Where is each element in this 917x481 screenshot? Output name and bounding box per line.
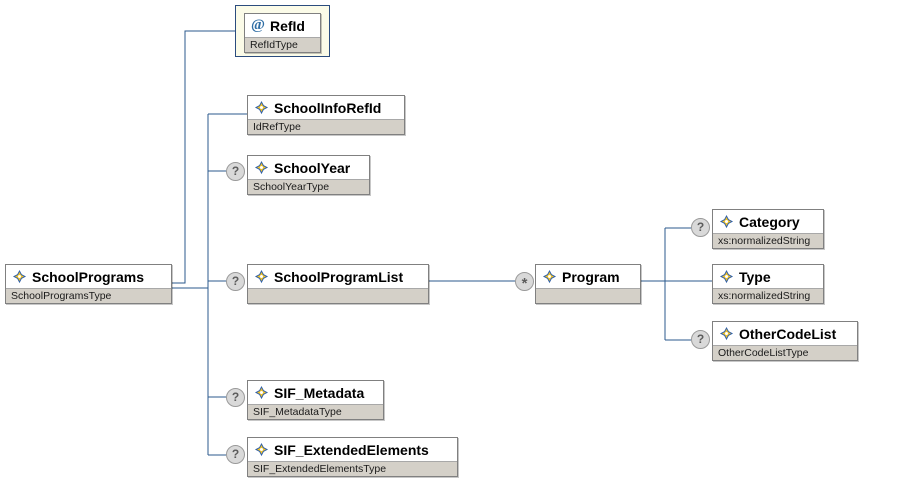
node-refid[interactable]: @ RefId RefIdType <box>244 13 321 53</box>
element-icon <box>254 269 269 284</box>
node-category[interactable]: Category xs:normalizedString <box>712 209 824 249</box>
node-schoolprograms-header: SchoolPrograms <box>6 265 171 288</box>
node-program-type <box>536 288 640 303</box>
element-icon <box>12 269 27 284</box>
node-sif-extendedelements-header: SIF_ExtendedElements <box>248 438 457 461</box>
node-sif-metadata-name: SIF_Metadata <box>274 384 365 401</box>
node-othercodelist-type: OtherCodeListType <box>713 345 857 360</box>
element-icon <box>719 214 734 229</box>
node-schoolprograms-name: SchoolPrograms <box>32 268 145 285</box>
node-schoolprograms-type: SchoolProgramsType <box>6 288 171 303</box>
attribute-at-icon: @ <box>251 17 265 33</box>
node-schoolinforefid-header: SchoolInfoRefId <box>248 96 404 119</box>
node-refid-header: @ RefId <box>245 14 320 37</box>
element-icon <box>542 269 557 284</box>
element-icon <box>254 442 269 457</box>
node-schoolyear-header: SchoolYear <box>248 156 369 179</box>
optional-marker-schoolyear[interactable]: ? <box>226 162 245 181</box>
node-type-header: Type <box>713 265 823 288</box>
node-schoolprogramlist-type <box>248 288 428 303</box>
node-schoolprogramlist[interactable]: SchoolProgramList <box>247 264 429 304</box>
optional-marker-sif-extendedelements[interactable]: ? <box>226 445 245 464</box>
node-schoolprogramlist-header: SchoolProgramList <box>248 265 428 288</box>
wire-root-to-refid <box>172 30 235 284</box>
node-program-header: Program <box>536 265 640 288</box>
node-othercodelist[interactable]: OtherCodeList OtherCodeListType <box>712 321 858 361</box>
node-schoolyear[interactable]: SchoolYear SchoolYearType <box>247 155 370 195</box>
node-schoolyear-type: SchoolYearType <box>248 179 369 194</box>
node-category-name: Category <box>739 213 800 230</box>
unbounded-marker-program[interactable]: * <box>515 272 534 292</box>
optional-marker-sifmetadata[interactable]: ? <box>226 388 245 407</box>
node-sif-extendedelements-name: SIF_ExtendedElements <box>274 441 429 458</box>
node-schoolprogramlist-name: SchoolProgramList <box>274 268 404 285</box>
element-icon <box>254 160 269 175</box>
node-schoolinforefid-name: SchoolInfoRefId <box>274 99 382 116</box>
element-icon <box>254 385 269 400</box>
node-sif-metadata[interactable]: SIF_Metadata SIF_MetadataType <box>247 380 384 420</box>
optional-marker-othercodelist[interactable]: ? <box>691 330 710 349</box>
node-type[interactable]: Type xs:normalizedString <box>712 264 824 304</box>
node-schoolinforefid-type: IdRefType <box>248 119 404 134</box>
node-schoolinforefid[interactable]: SchoolInfoRefId IdRefType <box>247 95 405 135</box>
optional-marker-schoolprogramlist[interactable]: ? <box>226 272 245 291</box>
node-schoolprograms[interactable]: SchoolPrograms SchoolProgramsType <box>5 264 172 304</box>
node-sif-metadata-type: SIF_MetadataType <box>248 404 383 419</box>
optional-marker-category[interactable]: ? <box>691 218 710 237</box>
node-othercodelist-header: OtherCodeList <box>713 322 857 345</box>
node-category-header: Category <box>713 210 823 233</box>
node-sif-metadata-header: SIF_Metadata <box>248 381 383 404</box>
node-category-type: xs:normalizedString <box>713 233 823 248</box>
node-refid-type: RefIdType <box>245 37 320 52</box>
node-type-type: xs:normalizedString <box>713 288 823 303</box>
node-type-name: Type <box>739 268 771 285</box>
node-refid-name: RefId <box>269 17 305 34</box>
element-icon <box>719 269 734 284</box>
element-icon <box>719 326 734 341</box>
node-program-name: Program <box>562 268 620 285</box>
node-program[interactable]: Program <box>535 264 641 304</box>
node-othercodelist-name: OtherCodeList <box>739 325 837 342</box>
element-icon <box>254 100 269 115</box>
node-sif-extendedelements[interactable]: SIF_ExtendedElements SIF_ExtendedElement… <box>247 437 458 477</box>
node-sif-extendedelements-type: SIF_ExtendedElementsType <box>248 461 457 476</box>
node-schoolyear-name: SchoolYear <box>274 159 351 176</box>
